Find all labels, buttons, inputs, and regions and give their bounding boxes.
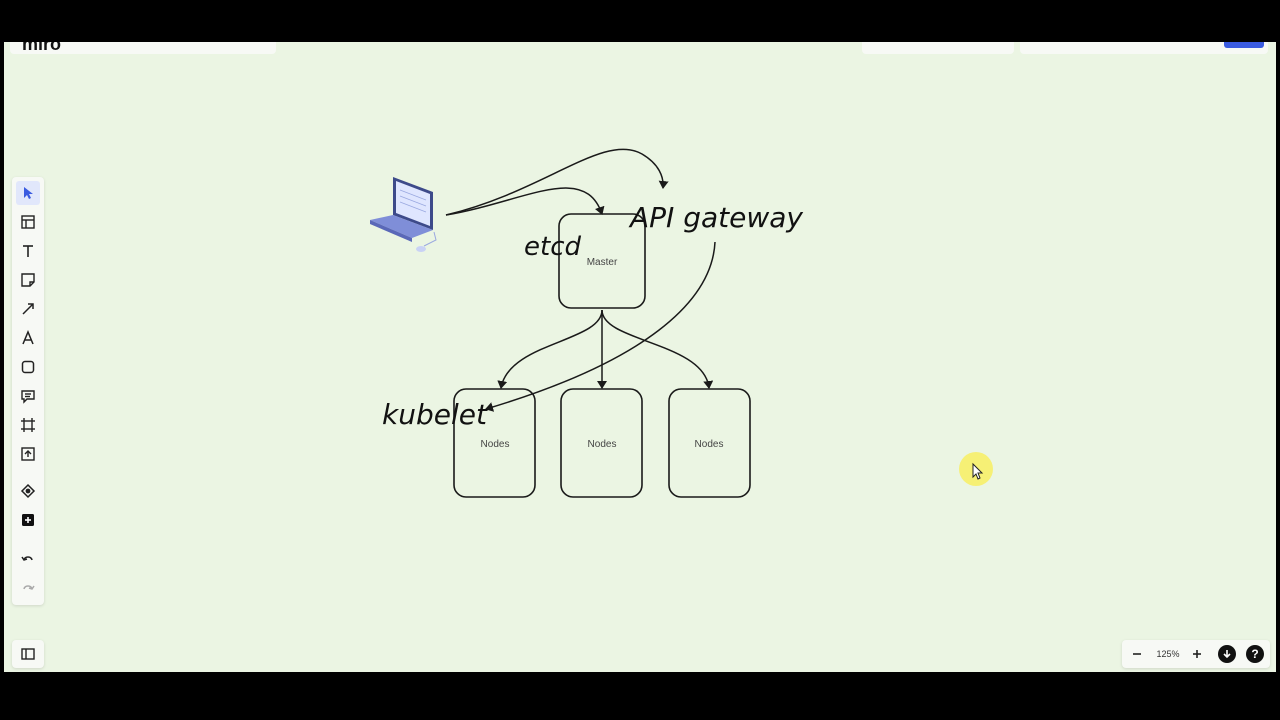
node-label-2: Nodes [588,439,617,450]
frame-icon[interactable] [16,413,40,437]
apps-icon[interactable] [16,479,40,503]
master-to-node1-arrow [497,309,603,389]
api-gateway-label: API gateway [628,201,803,234]
laptop-to-master-arrow [445,187,605,216]
master-label: Master [587,257,618,268]
zoom-in-icon[interactable] [1186,644,1208,664]
laptop-icon [370,177,437,252]
node-label-1: Nodes [481,439,510,450]
zoom-level[interactable]: 125% [1156,649,1180,659]
text-icon[interactable] [16,239,40,263]
master-to-node3-arrow [601,309,714,389]
laptop-to-api-gateway-arrow [445,148,669,216]
feedback-icon[interactable] [1216,644,1238,664]
node-label-3: Nodes [695,439,724,450]
templates-icon[interactable] [16,210,40,234]
zoom-controls: 125% ? [1122,640,1270,668]
upload-icon[interactable] [16,442,40,466]
comment-icon[interactable] [16,384,40,408]
connection-line-icon[interactable] [16,297,40,321]
select-icon[interactable] [16,181,40,205]
board-canvas[interactable]: miro Master Nodes [4,42,1276,672]
api-gateway-to-kubelet-arrow [485,241,716,412]
sticky-note-icon[interactable] [16,268,40,292]
share-button[interactable] [1224,42,1264,48]
cursor-highlight [959,452,993,486]
redo-icon[interactable] [16,576,40,600]
node-box-2[interactable] [560,388,643,498]
top-right-toolbar [1020,42,1268,54]
sidebar-toggle-icon[interactable] [12,640,44,668]
help-badge: ? [1246,645,1264,663]
feedback-badge [1218,645,1236,663]
left-toolbar [12,177,44,605]
app-logo: miro [22,42,62,54]
pointer-icon [972,462,984,480]
diagram: Master Nodes Nodes Nodes etcd API gatewa… [370,148,803,498]
help-icon[interactable]: ? [1244,644,1266,664]
node-box-1[interactable] [453,388,536,498]
shapes-icon[interactable] [16,355,40,379]
undo-icon[interactable] [16,547,40,571]
add-icon[interactable] [16,508,40,532]
top-left-toolbar: miro [10,42,276,54]
kubelet-label: kubelet [382,398,488,431]
pen-icon[interactable] [16,326,40,350]
top-middle-toolbar [862,42,1014,54]
zoom-out-icon[interactable] [1126,644,1148,664]
etcd-label: etcd [524,232,581,262]
node-box-3[interactable] [668,388,751,498]
